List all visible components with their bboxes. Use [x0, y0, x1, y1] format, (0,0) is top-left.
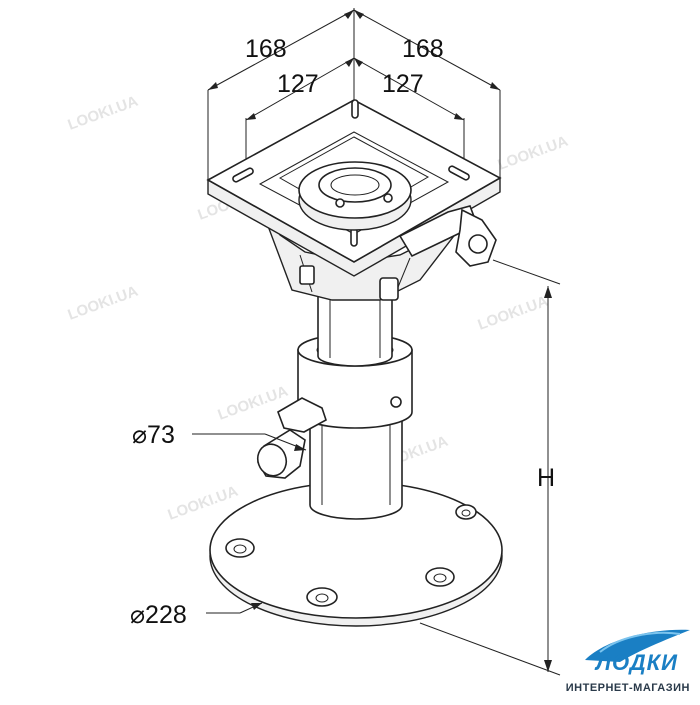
watermark-text: LOOKI.UA [66, 93, 141, 134]
base-plate [209, 481, 503, 627]
dim-diameter-228: ⌀228 [130, 601, 187, 629]
dim-height-label: H [537, 464, 555, 492]
dim-168-right: 168 [402, 35, 444, 63]
base-diameter-callout: ⌀228 [130, 601, 263, 629]
release-lever[interactable] [253, 397, 327, 480]
watermark-text: LOOKI.UA [496, 133, 571, 174]
mounting-hole [225, 538, 255, 558]
slot-bottom [350, 227, 358, 247]
mounting-hole [425, 567, 455, 587]
column-diameter-callout: ⌀73 [132, 421, 307, 451]
mounting-hole [455, 504, 477, 520]
slot-right [448, 165, 470, 181]
dim-127-left: 127 [277, 70, 319, 98]
mounting-hole [306, 587, 338, 607]
slot-left [232, 167, 254, 183]
logo-subtitle: ИНТЕРНЕТ-МАГАЗИН [565, 682, 690, 694]
boat-logo-icon [585, 629, 690, 662]
seat-mount-plate [206, 99, 502, 301]
dim-168-left: 168 [245, 35, 287, 63]
swivel-lock-knob[interactable] [398, 205, 497, 267]
slot-top [351, 99, 359, 119]
logo-title: ЛОДКИ [595, 650, 678, 675]
top-dimensions: 168 168 127 127 [207, 8, 501, 180]
watermark-text: LOOKI.UA [66, 283, 141, 324]
lower-column [309, 419, 403, 520]
height-dimension: H [419, 259, 561, 676]
watermark-text: LOOKI.UA [216, 383, 291, 424]
watermark-text: LOOKI.UA [476, 293, 551, 334]
dim-127-right: 127 [382, 70, 424, 98]
upper-column [317, 289, 393, 367]
dim-diameter-73: ⌀73 [132, 421, 175, 449]
